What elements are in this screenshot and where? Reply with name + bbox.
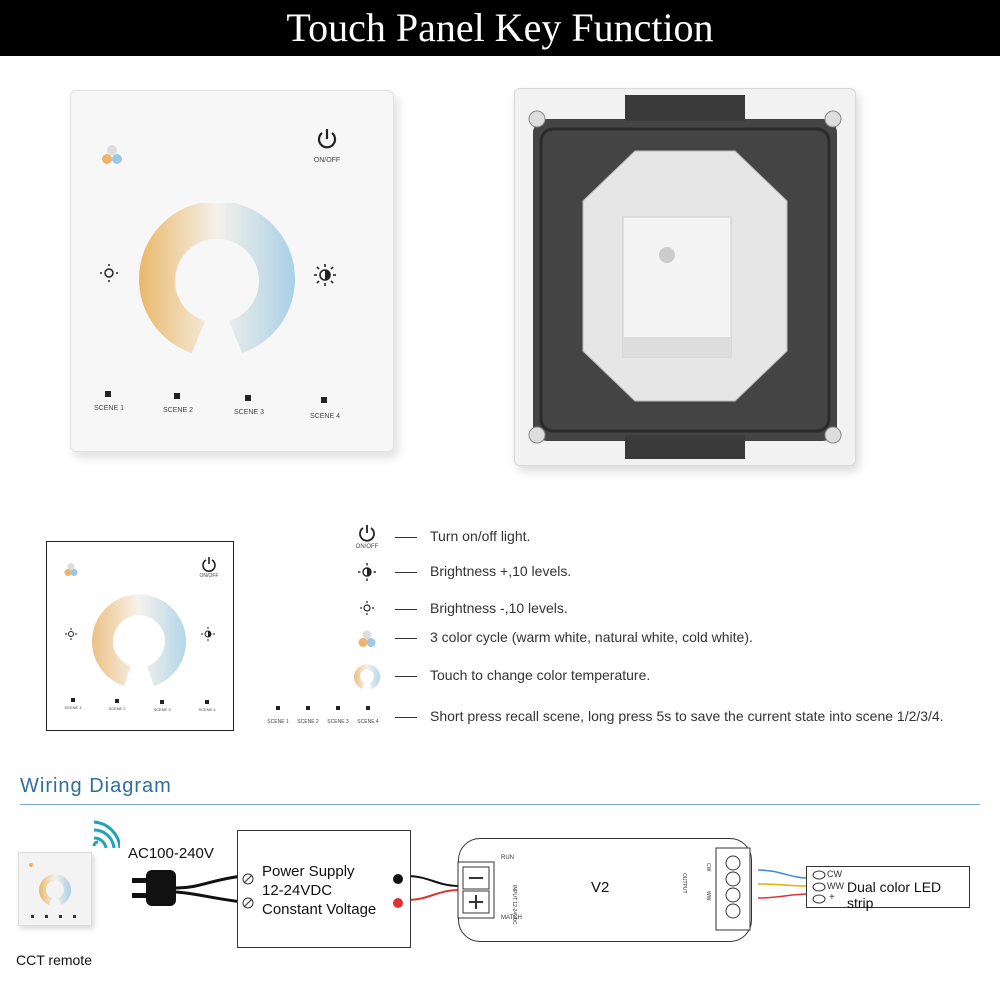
legend-item-color-temp: Touch to change color temperature.: [430, 667, 651, 683]
mini-scene-2-label: SCENE 2: [108, 706, 126, 711]
legend-scene-1-label: SCENE 1: [267, 719, 289, 725]
strip-plus-label: +: [829, 892, 835, 903]
controller-input-terminal: [457, 861, 495, 919]
legend-scene-3-label: SCENE 3: [327, 719, 349, 725]
legend-scene-2-label: SCENE 2: [297, 719, 319, 725]
power-supply-box: Power Supply 12-24VDC Constant Voltage: [237, 830, 411, 948]
led-strip-box: CW WW + Dual color LED strip: [806, 866, 970, 911]
scene-2-label: SCENE 2: [163, 407, 193, 414]
legend-brightness-up-icon: [358, 563, 376, 581]
legend-item-scenes: Short press recall scene, long press 5s …: [430, 708, 944, 724]
mini-scene-1-label: SCENE 1: [64, 705, 82, 710]
mini-onoff-label: ON/OFF: [199, 573, 219, 579]
legend-scene-2-key: [306, 706, 310, 710]
legend-item-brightness-up: Brightness +,10 levels.: [430, 563, 572, 579]
controller-output-terminal: [715, 847, 751, 931]
legend-dash: [395, 572, 417, 573]
scene-1-label: SCENE 1: [94, 405, 124, 412]
power-icon: [317, 129, 337, 149]
mini-scene-2-key: [115, 699, 119, 703]
legend-item-color-cycle: 3 color cycle (warm white, natural white…: [430, 629, 753, 645]
legend-item-onoff: Turn on/off light.: [430, 528, 531, 544]
strip-connector-icon: [812, 870, 826, 904]
strip-ww-label: WW: [827, 881, 844, 891]
strip-label: Dual color LED strip: [847, 879, 942, 911]
mini-scene-1-key: [71, 698, 75, 702]
wiring-lines: [132, 869, 809, 906]
ac-voltage-label: AC100-240V: [128, 845, 214, 862]
psu-output-terminals: [393, 874, 403, 908]
section-divider: [20, 804, 980, 805]
wiring-diagram-title: Wiring Diagram: [20, 775, 172, 797]
legend-brightness-down-icon: [360, 601, 374, 615]
mini-color-ring: [91, 594, 186, 686]
match-label: MATCH: [501, 915, 522, 921]
wireless-signal-icon: [92, 820, 120, 849]
psu-line-3: Constant Voltage: [262, 901, 377, 918]
mini-scene-3-key: [160, 700, 164, 704]
output-cw-label: CW: [705, 863, 711, 872]
output-label: OUTPUT: [681, 873, 687, 894]
legend-dash: [395, 537, 417, 538]
mini-color-cycle-icon: [64, 563, 78, 576]
mini-scene-3-label: SCENE 3: [153, 707, 171, 712]
v2-controller-box: RUN MATCH INPUT 12-24VDC V2 OUTPUT CW WW: [457, 838, 752, 942]
run-label: RUN: [501, 855, 514, 861]
psu-line-1: Power Supply: [262, 863, 355, 880]
scene-4-label: SCENE 4: [310, 413, 340, 420]
scene-3-key: [245, 395, 251, 401]
legend-scene-1-key: [276, 706, 280, 710]
scene-4-key: [321, 397, 327, 403]
legend-item-brightness-down: Brightness -,10 levels.: [430, 600, 568, 616]
touch-panel-back: [514, 88, 856, 466]
mini-panel-diagram: ON/OFF SCENE 1 SCENE 2 SCENE 3 SCENE 4: [46, 541, 234, 731]
legend-power-icon: [359, 525, 375, 542]
scene-1-key: [105, 391, 111, 397]
back-mount-drawing: [528, 95, 842, 459]
scene-2-key: [174, 393, 180, 399]
onoff-label: ON/OFF: [313, 157, 341, 164]
mini-brightness-up-icon: [201, 627, 215, 641]
legend-scene-4-key: [366, 706, 370, 710]
legend-dash: [395, 638, 417, 639]
controller-model: V2: [591, 879, 610, 896]
mini-scene-4-key: [205, 700, 209, 704]
legend-scene-4-label: SCENE 4: [357, 719, 379, 725]
psu-input-terminals: [242, 873, 254, 909]
legend-color-cycle-icon: [358, 630, 376, 647]
legend-onoff-label: ON/OFF: [355, 544, 379, 550]
color-temperature-ring: [139, 203, 295, 353]
scene-3-label: SCENE 3: [234, 409, 264, 416]
brightness-up-icon: [314, 264, 336, 286]
mini-power-icon: [202, 557, 216, 572]
input-label: INPUT 12-24VDC: [511, 885, 517, 925]
cct-remote-image: [18, 852, 92, 926]
output-ww-label: WW: [705, 891, 711, 901]
mini-scene-4-label: SCENE 4: [198, 707, 216, 712]
page-title: Touch Panel Key Function: [0, 0, 1000, 56]
legend-scene-3-key: [336, 706, 340, 710]
brightness-down-icon: [100, 264, 118, 282]
touch-panel-front: ON/OFF SCENE 1 SCENE 2 SCENE 3 SCENE 4: [70, 90, 394, 452]
legend-dash: [395, 676, 417, 677]
legend-color-ring-icon: [354, 664, 380, 689]
color-cycle-icon: [102, 145, 122, 164]
strip-cw-label: CW: [827, 869, 842, 879]
psu-line-2: 12-24VDC: [262, 882, 333, 899]
mini-brightness-down-icon: [65, 628, 77, 640]
legend-dash: [395, 609, 417, 610]
legend-dash: [395, 717, 417, 718]
cct-remote-label: CCT remote: [16, 952, 92, 968]
